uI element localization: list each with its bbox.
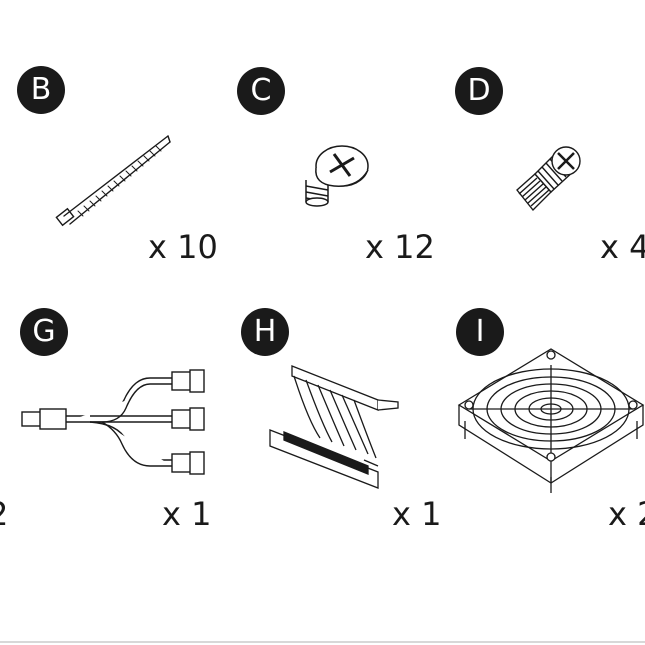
quantity-label-c: x 12 — [365, 228, 435, 266]
part-badge-b: B — [17, 66, 65, 114]
quantity-label-h: x 1 — [392, 495, 442, 533]
part-badge-d: D — [455, 67, 503, 115]
part-badge-h: H — [241, 308, 289, 356]
quantity-label-g: x 1 — [162, 495, 212, 533]
part-badge-g: G — [20, 308, 68, 356]
fan-splitter-cable-icon — [20, 360, 210, 480]
screw-icon — [300, 140, 372, 210]
pcie-riser-icon — [268, 360, 408, 490]
quantity-label-offscreen: 2 — [0, 495, 8, 533]
thumbscrew-icon — [505, 130, 585, 220]
bottom-divider — [0, 641, 645, 643]
quantity-label-d: x 4 — [600, 228, 645, 266]
cable-tie-icon — [55, 130, 176, 230]
part-badge-c: C — [237, 67, 285, 115]
fan-with-guard-icon — [455, 345, 645, 495]
quantity-label-i: x 2 — [608, 495, 645, 533]
part-badge-i: I — [456, 308, 504, 356]
quantity-label-b: x 10 — [148, 228, 218, 266]
